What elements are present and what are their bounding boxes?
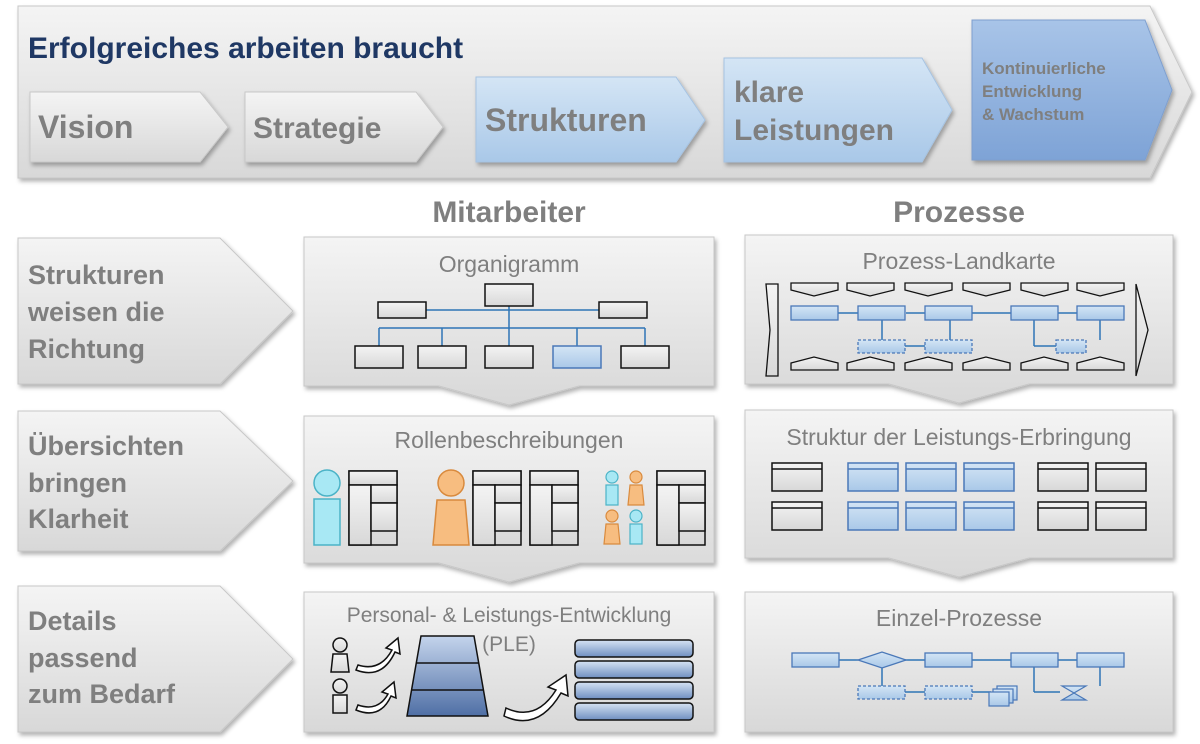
stack-icon [574, 639, 694, 721]
box-ple-title: Personal- & Leistungs-Entwicklung [347, 604, 672, 627]
step-label-leistungen-1: klare [734, 76, 804, 109]
step-label-leistungen-2: Leistungen [734, 114, 894, 147]
row-label-3: Details passend zum Bedarf [17, 585, 294, 733]
row-2-line-3: Klarheit [28, 504, 129, 534]
single-process-steps [791, 651, 1125, 700]
step-label-wachstum-3: & Wachstum [982, 105, 1084, 124]
people-group-icon [603, 470, 645, 545]
process-map-steps [790, 305, 1125, 354]
hourglass-icon [1059, 685, 1089, 701]
box-struktur-shape [744, 409, 1174, 578]
box-organigramm: Organigramm [303, 236, 715, 406]
row-label-2: Übersichten bringen Klarheit [17, 410, 294, 552]
row-arrow-1 [17, 237, 294, 385]
pyramid-icon [406, 635, 489, 717]
org-chart-boxes [354, 283, 670, 369]
org-chart-icon [378, 306, 646, 346]
role-document-icon [472, 470, 522, 546]
step-arrow-wachstum [971, 19, 1173, 161]
box-struktur-title: Struktur der Leistungs-Erbringung [786, 424, 1131, 450]
row-label-1: Strukturen weisen die Richtung [17, 237, 294, 385]
row-2-line-1: Übersichten [28, 431, 184, 461]
step-arrow-leistungen [723, 57, 953, 163]
person-icon-orange [432, 469, 470, 546]
role-document-icon [529, 470, 579, 546]
box-organigramm-title: Organigramm [439, 251, 580, 277]
box-rollen-title: Rollenbeschreibungen [395, 427, 624, 453]
row-1-line-1: Strukturen [28, 260, 165, 290]
role-document-icon [348, 470, 398, 546]
step-label-wachstum-1: Kontinuierliche [982, 59, 1106, 78]
box-rollen: Rollenbeschreibungen [303, 415, 715, 583]
person-icon-cyan [313, 469, 341, 546]
process-map-flow [838, 312, 1101, 347]
box-ple-subtitle: (PLE) [482, 633, 536, 656]
row-1-line-2: weisen die [27, 297, 165, 327]
box-ple: Personal- & Leistungs-Entwicklung (PLE) [303, 591, 715, 733]
box-landkarte: Prozess-Landkarte [744, 234, 1174, 404]
single-process-flow [839, 659, 1101, 693]
row-arrow-2 [17, 410, 294, 552]
box-struktur: Struktur der Leistungs-Erbringung [744, 409, 1174, 578]
column-header-prozesse: Prozesse [893, 196, 1025, 229]
service-grid-gray [771, 462, 1147, 531]
box-landkarte-title: Prozess-Landkarte [862, 248, 1055, 274]
row-3-line-3: zum Bedarf [28, 679, 176, 709]
row-arrow-3 [17, 585, 294, 733]
step-label-vision: Vision [38, 109, 133, 145]
role-document-icon [656, 470, 706, 546]
box-einzel-title: Einzel-Prozesse [876, 605, 1042, 631]
service-grid-blue [847, 462, 1015, 531]
step-label-strukturen: Strukturen [485, 102, 647, 138]
person-growth-icon [330, 637, 350, 714]
step-label-strategie: Strategie [253, 112, 381, 145]
step-arrow-vision [29, 91, 229, 163]
curved-arrow-icon [355, 636, 401, 714]
column-header-mitarbeiter: Mitarbeiter [432, 196, 586, 229]
document-stack-icon [988, 685, 1018, 707]
banner-title: Erfolgreiches arbeiten braucht [28, 32, 463, 65]
banner: Erfolgreiches arbeiten braucht Vision St… [17, 5, 1193, 179]
process-map-icon [765, 282, 1149, 377]
box-einzel: Einzel-Prozesse [744, 591, 1174, 733]
row-2-line-2: bringen [28, 468, 127, 498]
step-arrow-strukturen [475, 76, 706, 163]
row-3-line-1: Details [28, 606, 117, 636]
row-1-line-3: Richtung [28, 334, 145, 364]
curved-arrow-icon [503, 673, 569, 722]
row-3-line-2: passend [28, 643, 138, 673]
step-arrow-strategie [244, 91, 444, 163]
step-label-wachstum-2: Entwicklung [982, 82, 1082, 101]
